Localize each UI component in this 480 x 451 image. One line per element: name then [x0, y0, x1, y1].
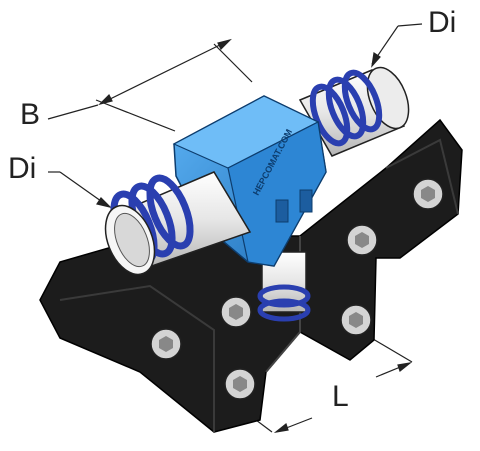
- b-extension-left: [95, 99, 176, 132]
- dimension-label-di-left: Di: [8, 152, 37, 185]
- seal-ring: [257, 284, 311, 308]
- fitting-tab: [299, 189, 313, 213]
- fitting-tab: [275, 199, 289, 223]
- b-arrow-left: [98, 93, 113, 106]
- clip-edge-2: [59, 284, 215, 432]
- pipe-bore: [114, 212, 150, 268]
- bolt-icon: [220, 296, 252, 328]
- dimension-label-l: L: [332, 380, 349, 413]
- bolt-icon: [346, 224, 378, 256]
- b-dimension-line: [99, 39, 231, 105]
- clip-edge-3: [385, 138, 459, 215]
- di-left-arrow: [96, 197, 112, 209]
- l-arrow-left: [273, 422, 289, 433]
- l-extension-right: [367, 335, 413, 363]
- b-arrow-right: [217, 38, 232, 51]
- b-leader: [47, 104, 99, 120]
- left-pipe: [104, 171, 252, 276]
- seal-ring: [257, 298, 311, 322]
- bolt-icon: [340, 304, 372, 336]
- seal-ring: [146, 174, 194, 250]
- seal-ring: [341, 69, 383, 133]
- b-extension-right: [213, 43, 253, 83]
- pipe-clip-base: [39, 118, 463, 433]
- l-arrow-right: [397, 362, 413, 373]
- dimension-label-b: B: [20, 98, 41, 131]
- bolt-icon: [412, 178, 444, 210]
- seal-ring: [325, 76, 367, 140]
- di-top-arrow: [371, 51, 381, 68]
- right-pipe: [298, 66, 410, 157]
- bolts: [150, 178, 444, 400]
- seal-ring: [309, 83, 351, 147]
- bolt-icon: [224, 368, 256, 400]
- dimension-lines: [47, 23, 423, 433]
- bolt-icon: [150, 328, 182, 360]
- dimension-label-di-top: Di: [428, 6, 457, 39]
- di-top-leader-h: [397, 23, 423, 27]
